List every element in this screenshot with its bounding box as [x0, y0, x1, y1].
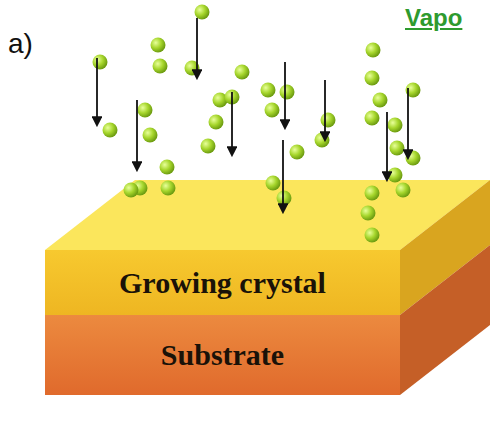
atom — [209, 115, 224, 130]
atom — [290, 145, 305, 160]
atom — [365, 71, 380, 86]
layer-label: Substrate — [161, 338, 284, 372]
deposition-arrow — [231, 92, 233, 155]
atom-group — [93, 5, 421, 243]
deposition-arrow — [386, 112, 388, 180]
atom — [388, 118, 403, 133]
atom — [261, 83, 276, 98]
atom — [366, 43, 381, 58]
deposition-arrow — [96, 58, 98, 125]
atom — [321, 113, 336, 128]
arrow-group — [97, 18, 408, 212]
atom — [265, 103, 280, 118]
title: Vapo — [405, 4, 462, 32]
atom — [151, 38, 166, 53]
atom — [235, 65, 250, 80]
deposition-arrow — [282, 140, 284, 212]
deposition-arrow — [324, 80, 326, 140]
substrate-layer: Substrate — [45, 315, 400, 395]
atom — [361, 206, 376, 221]
atom — [138, 103, 153, 118]
atom — [365, 186, 380, 201]
atom — [315, 133, 330, 148]
crystal-layer: Growing crystal — [45, 250, 400, 315]
substrate-side-face — [400, 245, 490, 395]
deposition-arrow — [284, 62, 286, 128]
deposition-arrow — [407, 88, 409, 158]
atom — [201, 139, 216, 154]
atom — [93, 55, 108, 70]
atom — [390, 141, 405, 156]
atom — [103, 123, 118, 138]
atom — [143, 128, 158, 143]
atom — [365, 228, 380, 243]
atom — [396, 183, 411, 198]
atom — [365, 111, 380, 126]
atom — [153, 59, 168, 74]
atom — [124, 183, 139, 198]
deposition-arrow — [196, 18, 198, 78]
atom — [160, 160, 175, 175]
atom — [195, 5, 210, 20]
atom — [161, 181, 176, 196]
atom — [277, 191, 292, 206]
atom — [266, 176, 281, 191]
atom — [373, 93, 388, 108]
atom — [388, 168, 403, 183]
layer-label: Growing crystal — [119, 266, 326, 300]
deposition-arrow — [136, 100, 138, 170]
panel-letter: a) — [8, 28, 33, 60]
atom — [280, 85, 295, 100]
